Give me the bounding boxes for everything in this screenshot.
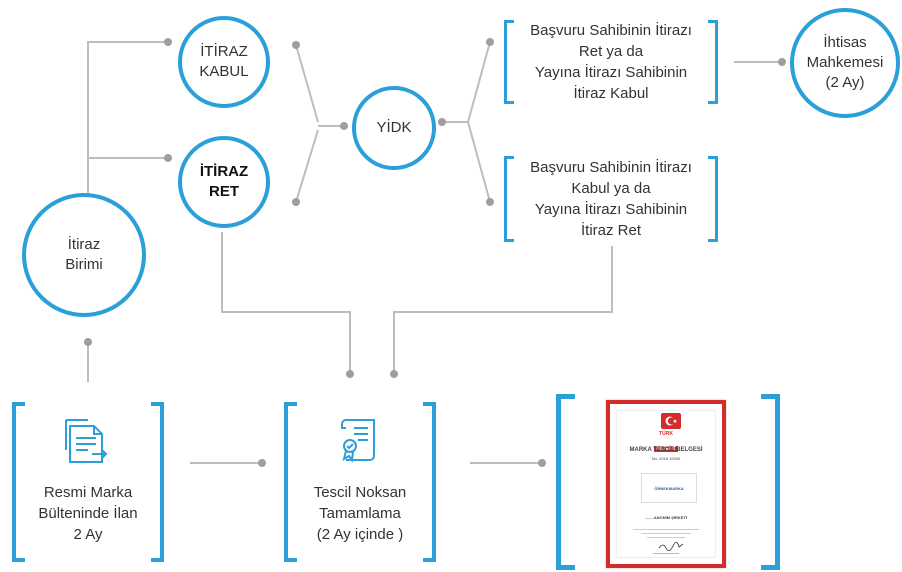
dot-kabul-out: [292, 41, 300, 49]
bracket-left: [284, 402, 297, 562]
node-yidk-label: YİDK: [376, 119, 412, 136]
bracket-left: [556, 394, 575, 570]
dot-ret-out: [292, 198, 300, 206]
node-itiraz-ret: İTİRAZ RET: [178, 136, 270, 228]
dot-kabulbox-in: [486, 38, 494, 46]
connector-ret-yidk: [295, 129, 319, 203]
box-tescil-text: Tescil Noksan Tamamlama (2 Ay içinde ): [313, 484, 407, 543]
box-kabul-text: Başvuru Sahibinin İtirazı Ret ya da Yayı…: [530, 22, 692, 102]
dot-yidk-in: [340, 122, 348, 130]
turk-patent-logo-icon: [661, 413, 681, 429]
node-itiraz-birimi: İtiraz Birimi: [22, 193, 146, 317]
dot-yidk-out: [438, 118, 446, 126]
dot-ihtisas-in: [778, 58, 786, 66]
cert-title: MARKA TESCİL BELGESİ: [629, 447, 703, 453]
certificate-image: TÜRK PATENT MARKA TESCİL BELGESİ No: 201…: [606, 400, 726, 568]
cert-line: [647, 537, 685, 538]
bracket-left: [12, 402, 25, 562]
connector-kabul-yidk: [295, 44, 319, 123]
cert-signature-icon: [658, 541, 684, 551]
cert-brand-box: ÖRNEKMARKA: [641, 473, 697, 503]
connector-yidk-kabul: [467, 41, 491, 123]
dot-tescil-in-left: [346, 370, 354, 378]
certificate-inner: TÜRK PATENT MARKA TESCİL BELGESİ No: 201…: [616, 410, 716, 558]
dot-ret-in: [164, 154, 172, 162]
connector-birimi-kabul: [87, 41, 168, 193]
bracket-right: [708, 20, 718, 104]
node-yidk: YİDK: [352, 86, 436, 170]
box-ret-text: Başvuru Sahibinin İtirazı Kabul ya da Ya…: [530, 159, 692, 239]
cert-brand-text: ÖRNEKMARKA: [654, 485, 684, 491]
cert-number: No: 2016 10000: [651, 456, 681, 461]
dot-belge-left: [538, 459, 546, 467]
cert-footer-line: [653, 553, 679, 554]
dot-retbox-in: [486, 198, 494, 206]
bracket-right: [423, 402, 436, 562]
dot-kabul-in: [164, 38, 172, 46]
cert-owner: ........ANONİM ŞİRKETİ: [644, 515, 687, 520]
connector-retbox-tescil: [393, 246, 613, 372]
document-transfer-icon: [65, 419, 108, 463]
cert-line: [633, 529, 699, 530]
node-ihtisas-mahkemesi: İhtisas Mahkemesi (2 Ay): [790, 8, 900, 118]
node-ihtisas-label: İhtisas Mahkemesi (2 Ay): [806, 34, 884, 91]
node-itiraz-ret-label: İTİRAZ RET: [199, 163, 249, 200]
bracket-right: [761, 394, 780, 570]
bracket-left: [504, 20, 514, 104]
node-itiraz-kabul-label: İTİRAZ KABUL: [199, 43, 249, 80]
cert-line: [641, 533, 691, 534]
cert-logo-bottom: PATENT: [617, 437, 715, 455]
dot-birimi-in: [84, 338, 92, 346]
certificate-scroll-icon: [341, 419, 375, 463]
cert-logo-bottom-text: PATENT: [654, 446, 678, 452]
cert-logo-top: TÜRK: [659, 431, 673, 437]
bracket-right: [708, 156, 718, 242]
cert-body-lines: [633, 529, 699, 538]
node-itiraz-birimi-label: İtiraz Birimi: [65, 236, 103, 273]
box-resmi-marka-bulteni: Resmi Marka Bülteninde İlan 2 Ay: [12, 402, 164, 562]
node-itiraz-kabul: İTİRAZ KABUL: [178, 16, 270, 108]
connector-yidk-ret: [467, 121, 491, 203]
box-marka-tescil-belgesi: [556, 394, 780, 570]
bracket-left: [504, 156, 514, 242]
box-tescil-noksan: Tescil Noksan Tamamlama (2 Ay içinde ): [284, 402, 436, 562]
bracket-right: [151, 402, 164, 562]
box-resmi-text: Resmi Marka Bülteninde İlan 2 Ay: [38, 484, 138, 543]
box-itiraz-ret-result: Başvuru Sahibinin İtirazı Kabul ya da Ya…: [504, 156, 718, 242]
dot-tescil-in-right: [390, 370, 398, 378]
box-itiraz-kabul-result: Başvuru Sahibinin İtirazı Ret ya da Yayı…: [504, 20, 718, 104]
dot-tescil-left: [258, 459, 266, 467]
connector-ret-tescil: [221, 232, 351, 372]
